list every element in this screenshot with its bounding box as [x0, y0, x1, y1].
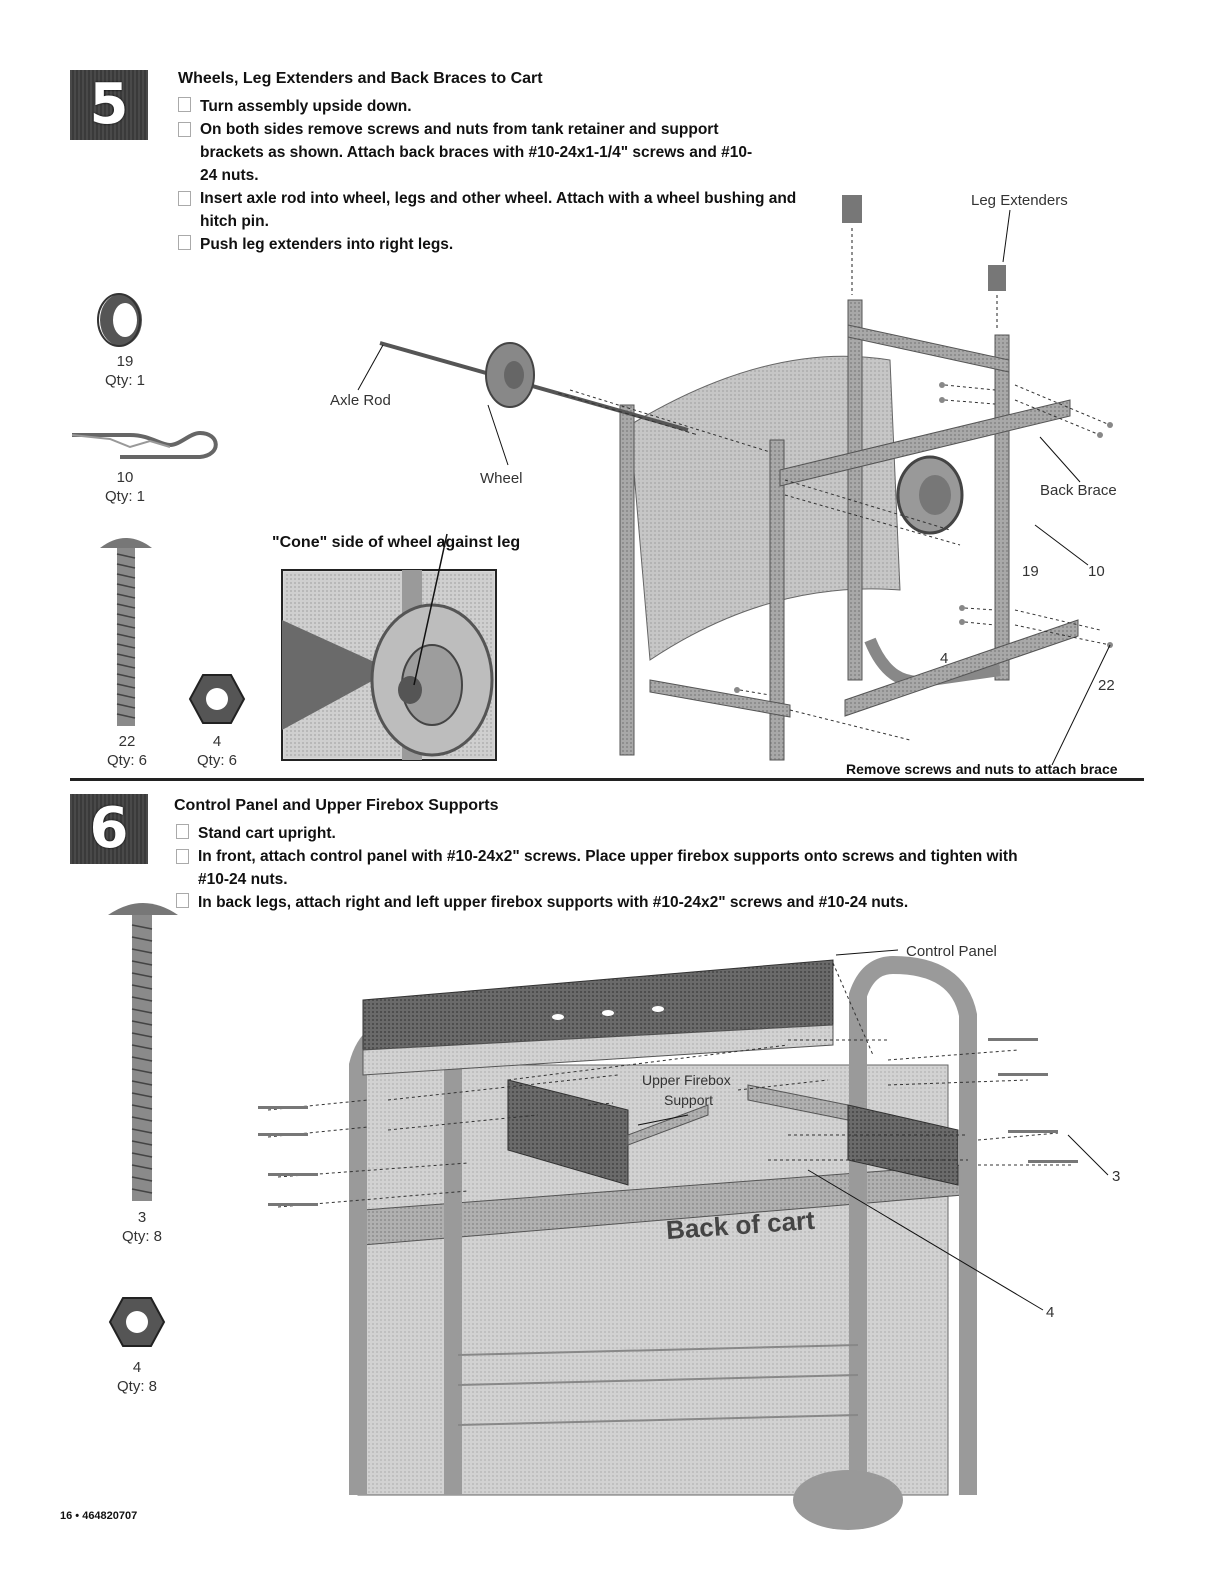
back-brace-leader — [1039, 436, 1081, 483]
section-divider — [70, 778, 1144, 781]
part-3-qty: 3 Qty: 8 — [121, 1209, 162, 1245]
part-22-callout: 22 — [1098, 677, 1115, 694]
step-5-instruction-1: Turn assembly upside down. — [178, 95, 818, 118]
part-10-leader — [1034, 524, 1089, 566]
hitch-pin-icon — [71, 430, 218, 459]
axle-rod-label: Axle Rod — [330, 392, 391, 409]
checkbox-icon[interactable] — [178, 235, 191, 250]
step-6-instruction-1: Stand cart upright. — [176, 822, 1056, 845]
checkbox-icon[interactable] — [178, 122, 191, 137]
step-5-instruction-2: On both sides remove screws and nuts fro… — [178, 118, 818, 187]
back-brace-label: Back Brace — [1040, 482, 1117, 499]
remove-screws-label: Remove screws and nuts to attach brace — [846, 761, 1118, 777]
step-6-instruction-3: In back legs, attach right and left uppe… — [176, 891, 1056, 914]
axle-rod-and-wheel — [357, 341, 699, 466]
checkbox-icon[interactable] — [178, 97, 191, 112]
part-19-qty: 19 Qty: 1 — [104, 353, 145, 389]
part-22-leader — [1051, 644, 1111, 766]
step-5-badge: 5 — [70, 70, 148, 140]
cone-side-callout: "Cone" side of wheel against leg — [272, 534, 521, 551]
checkbox-icon[interactable] — [178, 191, 191, 206]
part-4-callout: 4 — [940, 650, 949, 667]
part-10-callout: 10 — [1088, 563, 1105, 580]
part-4-callout-step6: 4 — [1046, 1304, 1055, 1321]
part-10-qty: 10 Qty: 1 — [104, 469, 145, 505]
screw-icon — [100, 538, 152, 726]
step-6-title: Control Panel and Upper Firebox Supports — [174, 797, 499, 814]
step-6-number: 6 — [89, 796, 129, 861]
page-footer: 16 • 464820707 — [60, 1510, 138, 1522]
wheel-label: Wheel — [480, 470, 523, 487]
step-5-title: Wheels, Leg Extenders and Back Braces to… — [178, 70, 543, 87]
part-4-qty: 4 Qty: 6 — [196, 733, 237, 769]
leg-extenders-leader — [1002, 209, 1011, 263]
screw-icon — [108, 903, 178, 1201]
checkbox-icon[interactable] — [176, 824, 189, 839]
wheel-closeup-inset — [281, 533, 497, 761]
upper-firebox-support-label-line2: Support — [664, 1092, 714, 1108]
step-5-instruction-4: Push leg extenders into right legs. — [178, 233, 818, 256]
upper-firebox-support-label-line1: Upper Firebox — [642, 1072, 731, 1088]
leg-extenders-label: Leg Extenders — [971, 192, 1068, 209]
step-6-badge: 6 — [70, 794, 148, 864]
part-19-callout: 19 — [1022, 563, 1039, 580]
checkbox-icon[interactable] — [176, 849, 189, 864]
step-6-instructions: Stand cart upright. In front, attach con… — [176, 822, 1056, 914]
step-5-instructions: Turn assembly upside down. On both sides… — [178, 95, 818, 256]
nut-icon — [108, 1297, 166, 1347]
cart-upside-down-illustration — [569, 195, 1113, 761]
step-5-instruction-3: Insert axle rod into wheel, legs and oth… — [178, 187, 818, 233]
part-3-callout: 3 — [1112, 1168, 1121, 1185]
bushing-icon — [97, 293, 142, 347]
control-panel-label: Control Panel — [906, 943, 997, 960]
part-22-qty: 22 Qty: 6 — [106, 733, 147, 769]
step-5-number: 5 — [89, 72, 129, 137]
part-4-qty-step6: 4 Qty: 8 — [116, 1359, 157, 1395]
checkbox-icon[interactable] — [176, 893, 189, 908]
nut-icon — [188, 674, 246, 724]
step-6-instruction-2: In front, attach control panel with #10-… — [176, 845, 1056, 891]
cart-upright-illustration — [258, 949, 1109, 1530]
